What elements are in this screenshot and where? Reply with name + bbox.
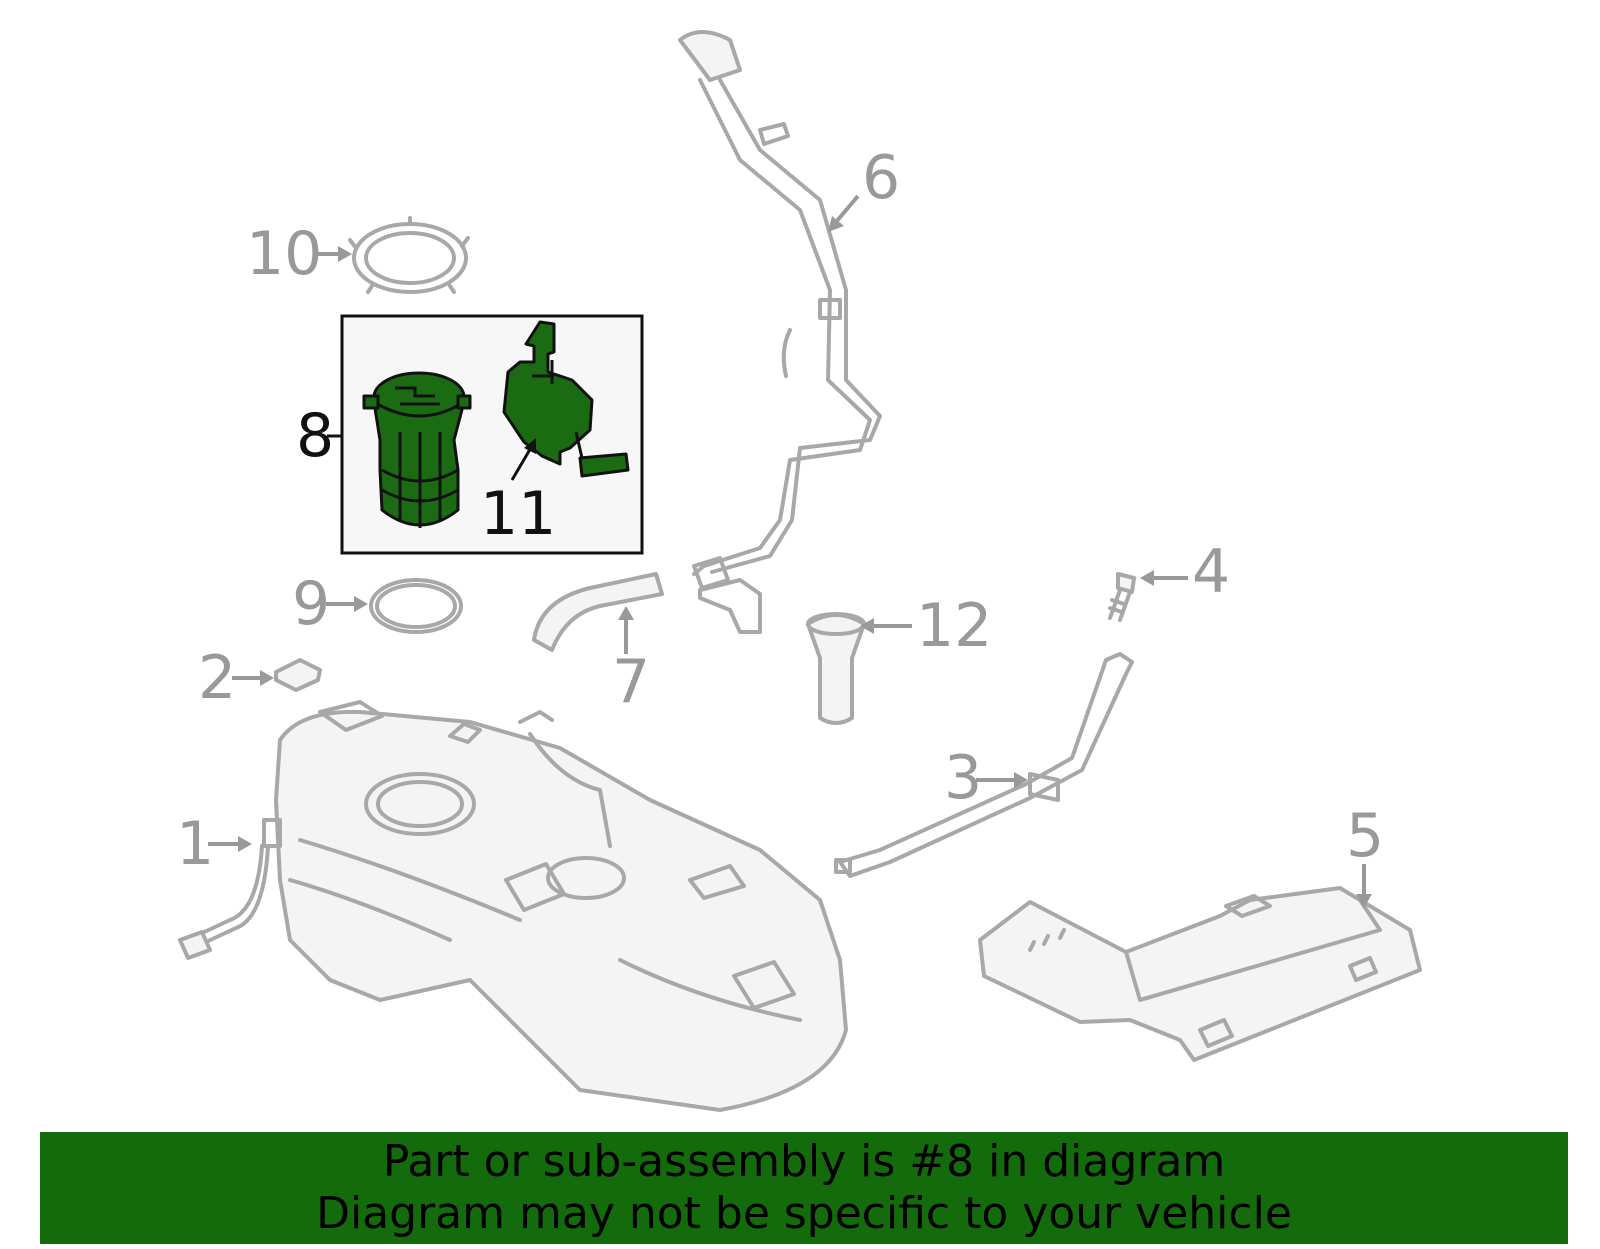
callout-arrows bbox=[208, 194, 1372, 908]
part-4-bolt[interactable] bbox=[1108, 572, 1136, 622]
callout-7: 7 bbox=[612, 647, 650, 717]
callout-1: 1 bbox=[176, 809, 214, 879]
part-5-heat-shield[interactable] bbox=[978, 886, 1422, 1062]
fuel-pump-body bbox=[362, 371, 472, 528]
part-2-pad[interactable] bbox=[274, 658, 322, 692]
callout-12: 12 bbox=[916, 591, 992, 661]
banner-line-1: Part or sub-assembly is #8 in diagram bbox=[382, 1136, 1226, 1187]
banner-line-2: Diagram may not be specific to your vehi… bbox=[316, 1188, 1292, 1239]
part-1-fuel-tank[interactable] bbox=[178, 700, 848, 1112]
callout-9: 9 bbox=[292, 569, 330, 639]
callout-5: 5 bbox=[1346, 801, 1384, 871]
callout-11: 11 bbox=[480, 479, 556, 549]
callout-11-arrow bbox=[510, 438, 536, 481]
callout-3: 3 bbox=[944, 743, 982, 813]
part-7-hose[interactable] bbox=[532, 572, 664, 652]
part-3-strap[interactable] bbox=[834, 652, 1134, 878]
part-10-lock-ring[interactable] bbox=[348, 216, 470, 294]
callout-2: 2 bbox=[198, 643, 236, 713]
callout-4: 4 bbox=[1192, 537, 1230, 607]
fuel-level-sender bbox=[502, 320, 630, 478]
part-12-filter[interactable] bbox=[806, 612, 866, 725]
part-9-gasket[interactable] bbox=[369, 578, 463, 634]
callout-6: 6 bbox=[862, 143, 900, 213]
part-8-fuel-pump-module[interactable] bbox=[340, 314, 644, 555]
info-banner: Part or sub-assembly is #8 in diagram Di… bbox=[40, 1132, 1568, 1244]
callout-10: 10 bbox=[246, 219, 322, 289]
part-6-filler-pipe[interactable] bbox=[678, 30, 882, 634]
callout-8: 8 bbox=[296, 401, 334, 471]
